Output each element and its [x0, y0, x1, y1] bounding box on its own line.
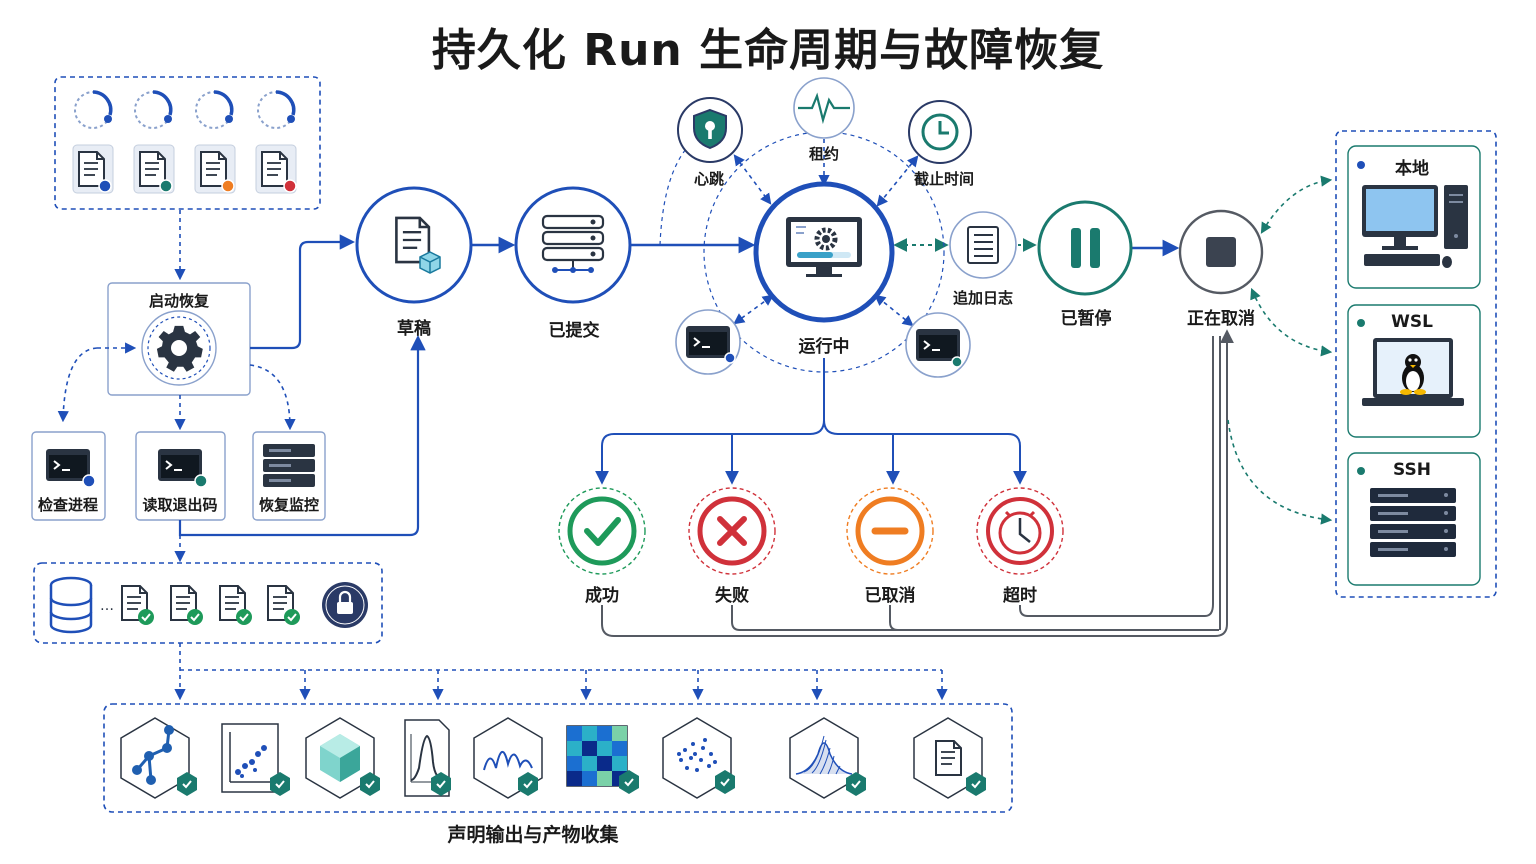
spinner-icon-3: [195, 90, 234, 129]
terminal-left-node[interactable]: [675, 309, 741, 375]
database-icon: [49, 576, 93, 634]
gear-icon: [141, 310, 217, 386]
failed-label: 失败: [715, 586, 749, 606]
cancelled-label: 已取消: [864, 586, 916, 606]
report-document-icon: [913, 717, 987, 799]
server-icon: [263, 444, 315, 487]
append-log-label: 追加日志: [952, 289, 1014, 307]
draft-label: 草稿: [397, 319, 431, 339]
document-check-icon-2: [170, 585, 204, 626]
checkmark-icon: [584, 517, 621, 546]
backend-wsl-card[interactable]: [1347, 304, 1481, 438]
lease-label: 租约: [808, 145, 840, 163]
scatter-plot-icon: [221, 723, 291, 797]
terminal-right-node[interactable]: [905, 312, 971, 378]
pulse-icon: [798, 92, 850, 125]
terminal-icon: [45, 448, 96, 488]
document-check-icon-4: [267, 585, 301, 626]
document-icon-4: [255, 144, 297, 194]
execution-backends-group: [1335, 130, 1497, 598]
monitor-gear-icon: [786, 217, 862, 277]
document-check-icon-1: [121, 585, 155, 626]
timeout-label: 超时: [1003, 586, 1037, 606]
document-icon-1: [72, 144, 114, 194]
success-label: 成功: [585, 586, 619, 606]
server-stack-icon: [541, 214, 605, 273]
terminal-icon: [685, 325, 736, 364]
read-exit-code-label: 读取退出码: [142, 496, 218, 514]
log-list-icon: [967, 226, 999, 264]
clock-icon: [921, 113, 959, 151]
terminal-icon: [157, 448, 208, 488]
running-label: 运行中: [798, 337, 850, 357]
surface-mesh-icon: [789, 717, 867, 799]
spinner-icon-4: [257, 90, 296, 129]
pause-icon: [1071, 228, 1100, 268]
alarm-clock-icon: [998, 510, 1042, 555]
document-icon-3: [194, 144, 236, 194]
backend-local-card[interactable]: [1347, 145, 1481, 289]
paused-state-node[interactable]: [1037, 200, 1133, 296]
stop-icon: [1206, 237, 1236, 267]
laptop-linux-icon: [1362, 338, 1464, 406]
cube-volume-icon: [305, 717, 381, 799]
server-rack-icon: [1370, 488, 1456, 557]
paused-label: 已暂停: [1060, 309, 1112, 329]
append-log-node[interactable]: [949, 211, 1017, 279]
lease-monitor-node[interactable]: [793, 77, 855, 139]
submitted-label: 已提交: [548, 321, 600, 341]
backend-ssh-label: SSH: [1393, 460, 1431, 480]
document-check-icon-3: [219, 585, 253, 626]
success-outcome-node[interactable]: [558, 487, 646, 575]
outputs-label: 声明输出与产物收集: [447, 824, 619, 846]
molecule-graph-icon: [120, 717, 198, 799]
deadline-label: 截止时间: [913, 170, 975, 188]
cancelling-state-node[interactable]: [1178, 209, 1264, 295]
point-cloud-icon: [662, 717, 736, 799]
lock-icon: [322, 582, 368, 628]
draft-state-node[interactable]: [355, 186, 473, 304]
running-state-node[interactable]: [753, 181, 895, 323]
startup-recovery-label: 启动恢复: [148, 292, 210, 310]
persisted-records-group: [33, 562, 383, 644]
failed-outcome-node[interactable]: [688, 487, 776, 575]
deadline-monitor-node[interactable]: [908, 100, 972, 164]
heartbeat-label: 心跳: [693, 170, 725, 188]
check-process-label: 检查进程: [37, 496, 99, 514]
cancelling-label: 正在取消: [1187, 309, 1255, 329]
spinner-icon-1: [74, 90, 113, 129]
desktop-computer-icon: [1362, 185, 1468, 268]
terminal-icon: [915, 328, 963, 368]
declared-outputs-group: [103, 703, 1013, 813]
heartbeat-monitor-node[interactable]: [677, 97, 743, 163]
backend-local-label: 本地: [1395, 159, 1429, 179]
submitted-state-node[interactable]: [514, 186, 632, 304]
waveform-icon: [473, 717, 543, 799]
spinner-icon-2: [134, 90, 173, 129]
page-title: 持久化 Run 生命周期与故障恢复: [431, 25, 1105, 76]
shield-key-icon: [693, 108, 727, 150]
svg-text:…: …: [100, 598, 114, 614]
restore-monitoring-label: 恢复监控: [258, 496, 320, 514]
peak-curve-icon: [404, 719, 452, 797]
document-icon-2: [133, 144, 175, 194]
cancelled-outcome-node[interactable]: [846, 487, 934, 575]
timeout-outcome-node[interactable]: [976, 487, 1064, 575]
backend-ssh-card[interactable]: [1347, 452, 1481, 586]
backend-wsl-label: WSL: [1391, 312, 1433, 332]
recovery-sources-group: [54, 76, 321, 210]
cross-icon: [717, 516, 747, 546]
heatmap-icon: [566, 725, 640, 795]
